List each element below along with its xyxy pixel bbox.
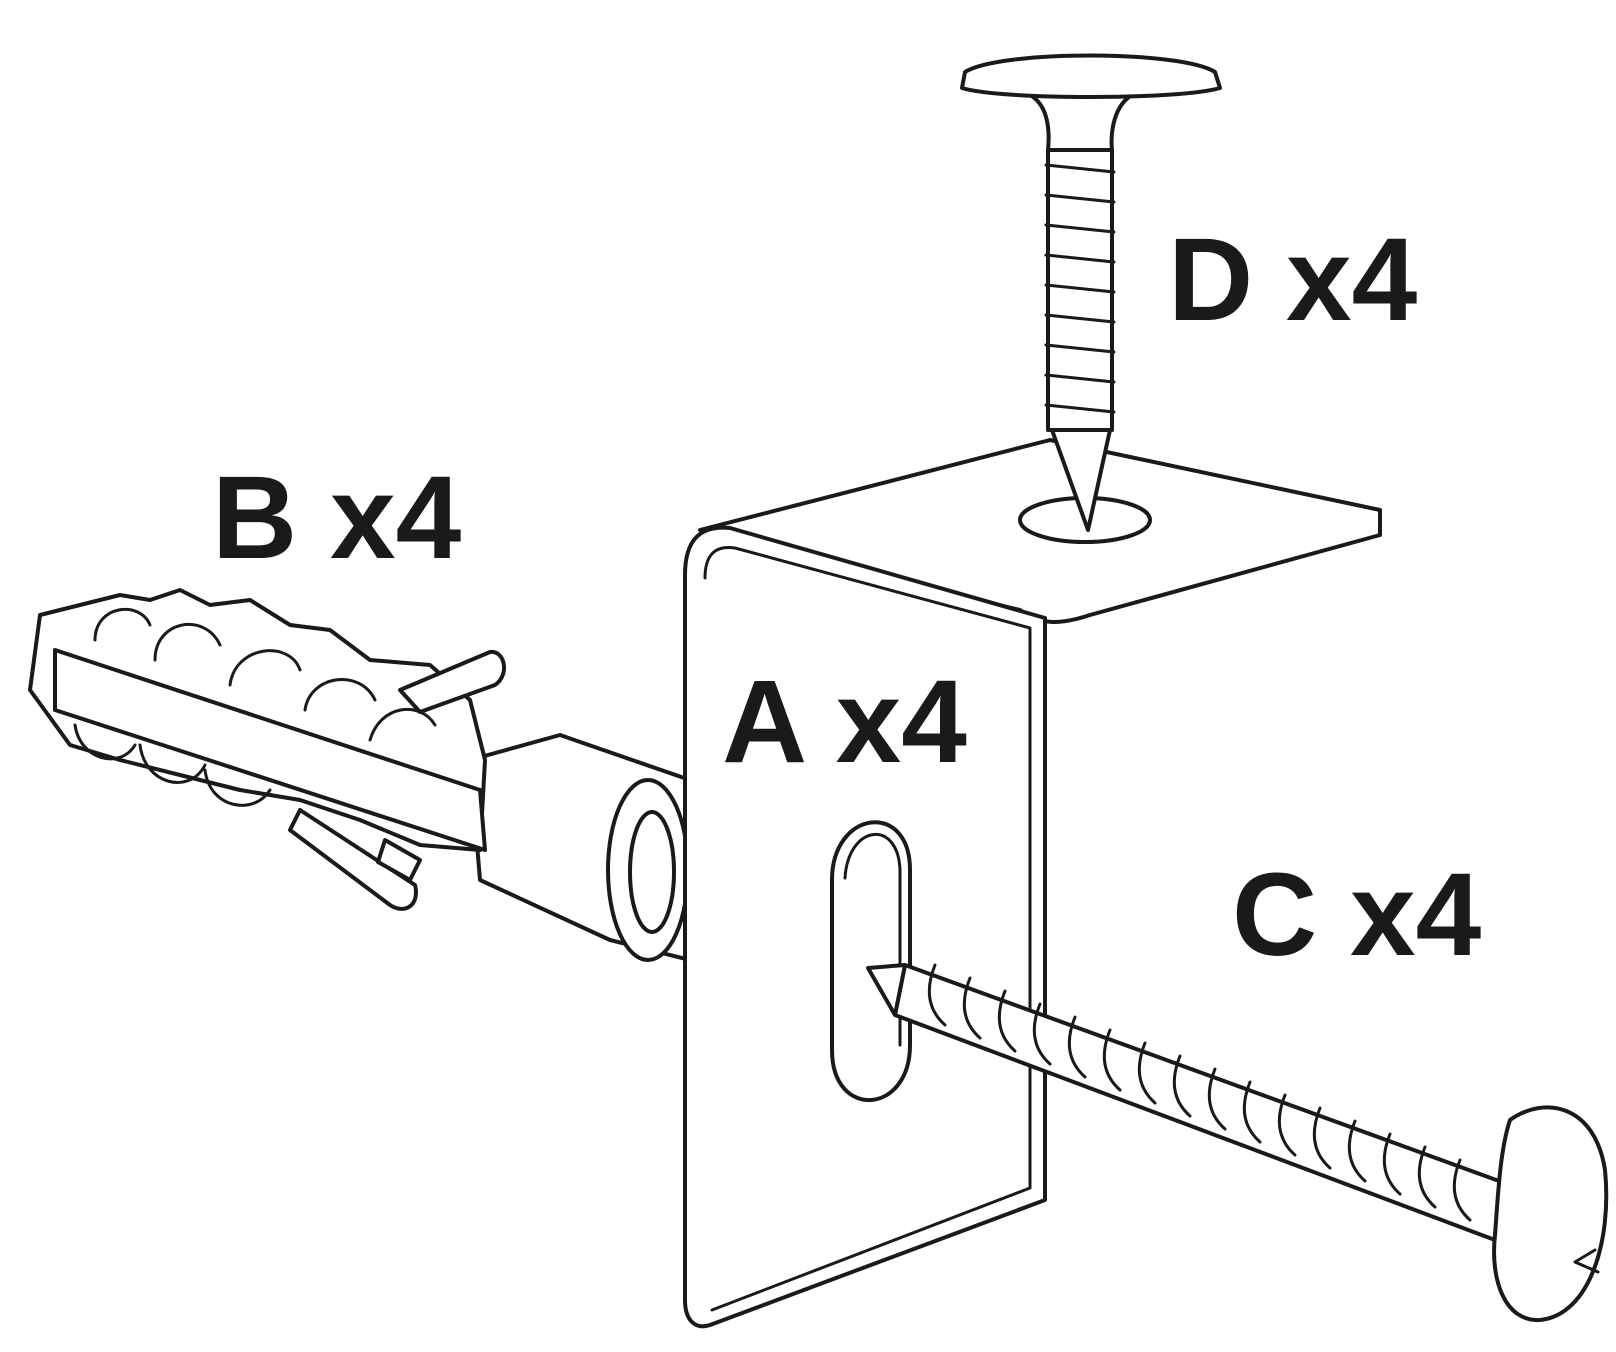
- wood-screw-c: [866, 963, 1609, 1323]
- short-screw-d: [960, 53, 1222, 532]
- label-d: D x4: [1168, 214, 1417, 346]
- label-c: C x4: [1232, 849, 1481, 981]
- wall-plug-b: [28, 588, 692, 962]
- angle-bracket-a: [683, 438, 1382, 1329]
- label-a: A x4: [722, 656, 967, 788]
- label-b: B x4: [212, 452, 461, 584]
